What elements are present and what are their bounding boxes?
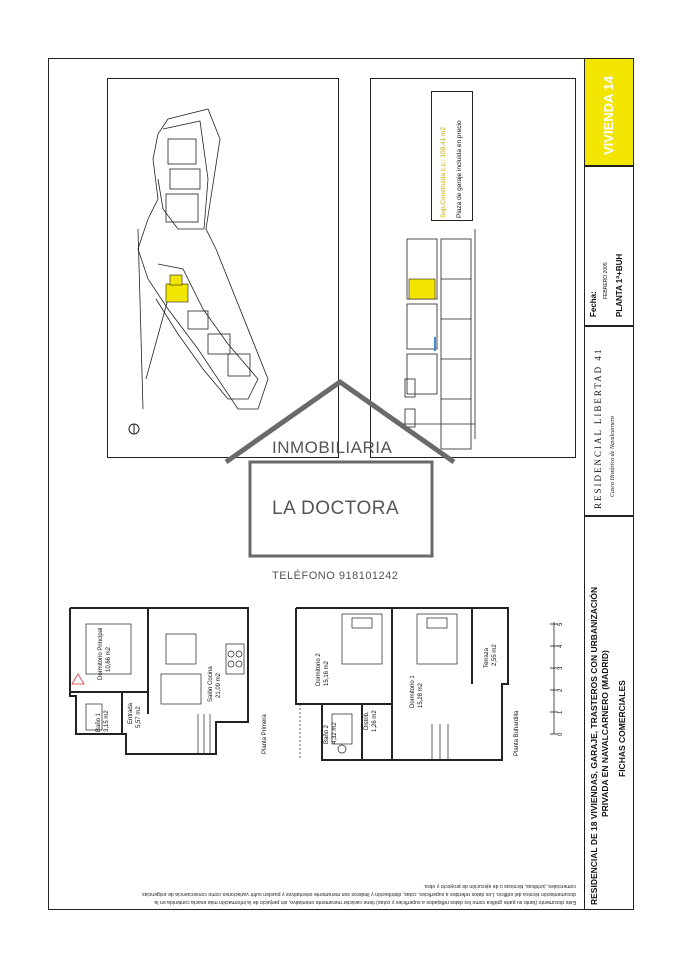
scale-bar: 0 1 2 3 4 5: [544, 618, 564, 738]
scale-tick-0: 0: [558, 732, 564, 736]
room-salon-cocina: Salón Cocina: [208, 666, 214, 702]
room-entrada-area: 5,57 m2: [136, 706, 142, 728]
site-plan-box: [107, 78, 339, 458]
room-dormitorio-1: Dormitorio 1: [410, 675, 416, 708]
plan-primera: Dormitorio Principal 10,66 m2 Salón Coci…: [66, 604, 268, 764]
project-line-1: RESIDENCIAL DE 18 VIVIENDAS, GARAJE, TRA…: [589, 586, 599, 905]
project-box: RESIDENCIAL DE 18 VIVIENDAS, GARAJE, TRA…: [584, 516, 634, 910]
room-bano-1-area: 3,15 m2: [104, 710, 110, 732]
plan-primera-drawing: [69, 607, 249, 755]
room-distrib: Distrib.: [364, 711, 370, 730]
vivienda-label: VIVIENDA 14: [601, 76, 616, 155]
scale-tick-2: 2: [558, 688, 564, 692]
room-dormitorio-2: Dormitorio 2: [316, 653, 322, 686]
disclaimer-line-2: documentación técnica del edificio. Los …: [142, 891, 576, 897]
room-dormitorio-principal: Dormitorio Principal: [98, 627, 104, 680]
room-terraza: Terraza: [484, 647, 490, 668]
room-salon-cocina-area: 21,09 m2: [216, 672, 222, 698]
disclaimer-line-3: comerciales, jurídicas, técnicas o de ej…: [423, 883, 576, 889]
elevation-box: Sup.Construida c.c.: 108,41 m2 Plaza de …: [370, 78, 576, 458]
residencial-label: RESIDENCIAL LIBERTAD 41: [593, 347, 603, 509]
room-distrib-area: 1,26 m2: [372, 710, 378, 732]
room-dormitorio-principal-area: 10,66 m2: [106, 646, 112, 672]
planta-label: PLANTA 1ª+BUH: [615, 253, 624, 317]
residencial-box: RESIDENCIAL LIBERTAD 41 Casco Histórico …: [584, 326, 634, 516]
fecha-value: FEBRERO 2005: [603, 262, 609, 299]
vivienda-box: VIVIENDA 14: [584, 58, 634, 166]
casco-label: Casco Histórico de Navalcarnero: [610, 416, 616, 497]
room-dormitorio-1-area: 15,28 m2: [418, 682, 424, 708]
scale-tick-3: 3: [558, 666, 564, 670]
room-bano-2: Baño 2: [324, 724, 330, 744]
garaje-text: Plaza de garaje incluida en precio: [456, 120, 463, 218]
plan-buhardilla-caption: Planta Buhardilla: [514, 710, 520, 756]
surface-box: Sup.Construida c.c.: 108,41 m2 Plaza de …: [431, 91, 473, 221]
room-bano-1: Baño 1: [96, 712, 102, 732]
room-dormitorio-2-area: 15,16 m2: [324, 660, 330, 686]
elevation-drawing: [401, 229, 476, 450]
fecha-label: Fecha:: [589, 291, 598, 317]
disclaimer-line-1: Este documento (tanto su parte gráfica c…: [154, 899, 576, 905]
plan-primera-caption: Planta Primera: [262, 714, 268, 754]
site-plan-drawing: [128, 108, 269, 435]
title-block: VIVIENDA 14 Fecha: FEBRERO 2005 PLANTA 1…: [584, 58, 634, 910]
room-terraza-area: 2,55 m2: [492, 644, 498, 666]
room-bano-2-area: 4,32 m2: [332, 722, 338, 744]
scale-tick-4: 4: [558, 644, 564, 648]
scale-tick-1: 1: [558, 710, 564, 714]
plan-buhardilla-drawing: [295, 607, 509, 761]
scale-tick-5: 5: [558, 622, 564, 626]
fecha-box: Fecha: FEBRERO 2005 PLANTA 1ª+BUH: [584, 166, 634, 326]
room-entrada: Entrada: [128, 702, 134, 724]
scale-bar-drawing: [550, 622, 558, 735]
project-line-2: PRIVADA EN NAVALCARNERO (MADRID): [600, 650, 610, 817]
plan-buhardilla: Dormitorio 2 15,16 m2 Dormitorio 1 15,28…: [292, 604, 520, 764]
fichas-label: FICHAS COMERCIALES: [617, 680, 627, 777]
sup-construida-text: Sup.Construida c.c.: 108,41 m2: [440, 126, 447, 218]
disclaimer: Este documento (tanto su parte gráfica c…: [56, 870, 576, 906]
